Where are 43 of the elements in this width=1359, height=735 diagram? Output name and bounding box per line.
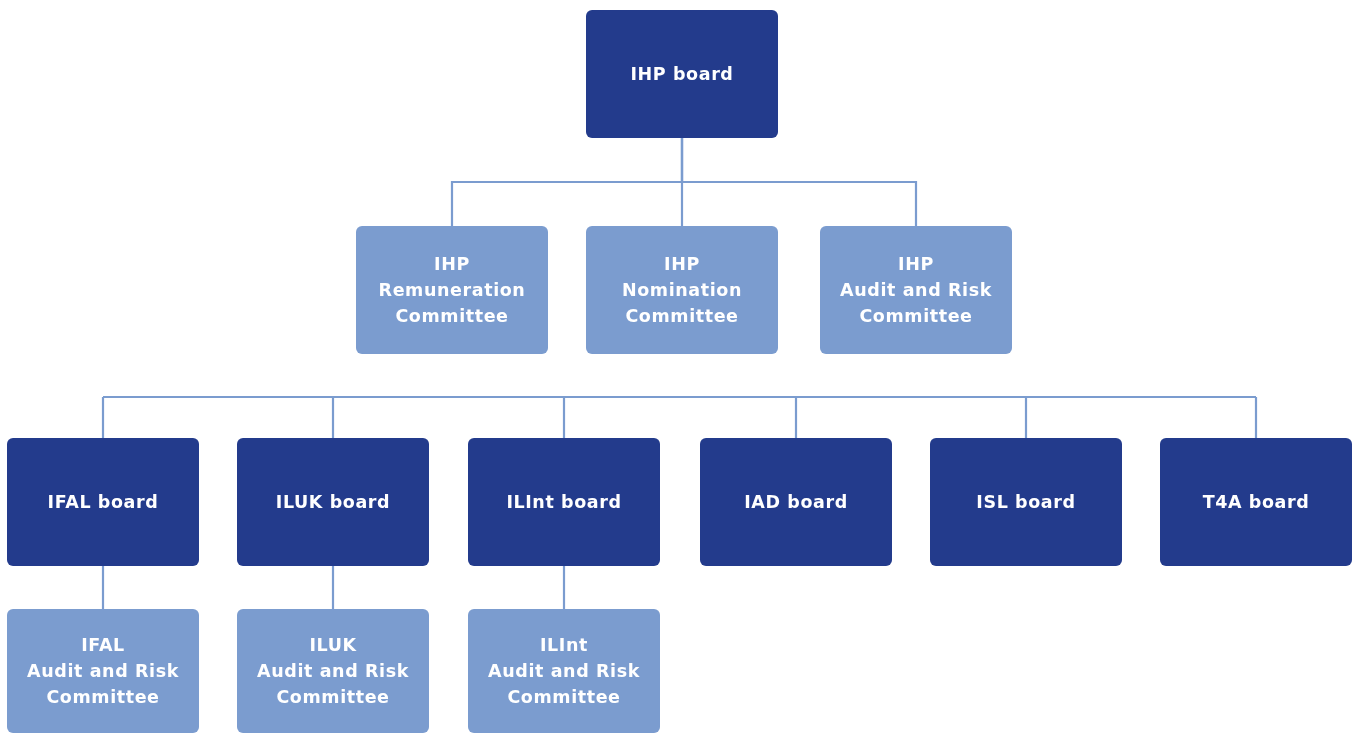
connector-line bbox=[103, 395, 1256, 399]
committee-box bbox=[586, 226, 778, 354]
connector-line bbox=[562, 566, 566, 609]
connector-line bbox=[1024, 397, 1028, 438]
node-title: IHP bbox=[664, 253, 700, 276]
connector-line bbox=[331, 397, 335, 438]
node-title: IHP bbox=[434, 253, 470, 276]
connector-line bbox=[794, 397, 798, 438]
board-box bbox=[237, 438, 429, 566]
board-box bbox=[930, 438, 1122, 566]
node-subtitle: Remuneration Committee bbox=[377, 279, 527, 328]
connector-line bbox=[562, 397, 566, 438]
node-title: ILInt bbox=[540, 634, 588, 657]
node-title: IFAL board bbox=[47, 491, 159, 514]
board-box bbox=[586, 10, 778, 138]
node-title: IFAL bbox=[81, 634, 125, 657]
connector-line bbox=[680, 138, 918, 226]
node-subtitle: Audit and Risk Committee bbox=[487, 660, 641, 709]
node-subtitle: Audit and Risk Committee bbox=[26, 660, 180, 709]
node-title: T4A board bbox=[1202, 491, 1310, 514]
node-title: IHP bbox=[898, 253, 934, 276]
node-title: ILUK board bbox=[275, 491, 391, 514]
committee-box bbox=[356, 226, 548, 354]
committee-box bbox=[820, 226, 1012, 354]
board-box bbox=[468, 438, 660, 566]
node-subtitle: Audit and Risk Committee bbox=[839, 279, 993, 328]
node-title: ILUK bbox=[309, 634, 357, 657]
board-box bbox=[700, 438, 892, 566]
node-title: ILInt board bbox=[506, 491, 622, 514]
committee-box bbox=[237, 609, 429, 733]
connector-line bbox=[101, 566, 105, 609]
node-title: IHP board bbox=[630, 63, 734, 86]
board-box bbox=[1160, 438, 1352, 566]
connector-line bbox=[1254, 397, 1258, 438]
node-title: ISL board bbox=[976, 491, 1076, 514]
node-subtitle: Audit and Risk Committee bbox=[256, 660, 410, 709]
committee-box bbox=[7, 609, 199, 733]
board-box bbox=[7, 438, 199, 566]
committee-box bbox=[468, 609, 660, 733]
connector-line bbox=[331, 566, 335, 609]
node-subtitle: Nomination Committee bbox=[621, 279, 743, 328]
connector-line bbox=[101, 397, 105, 438]
node-title: IAD board bbox=[744, 491, 848, 514]
